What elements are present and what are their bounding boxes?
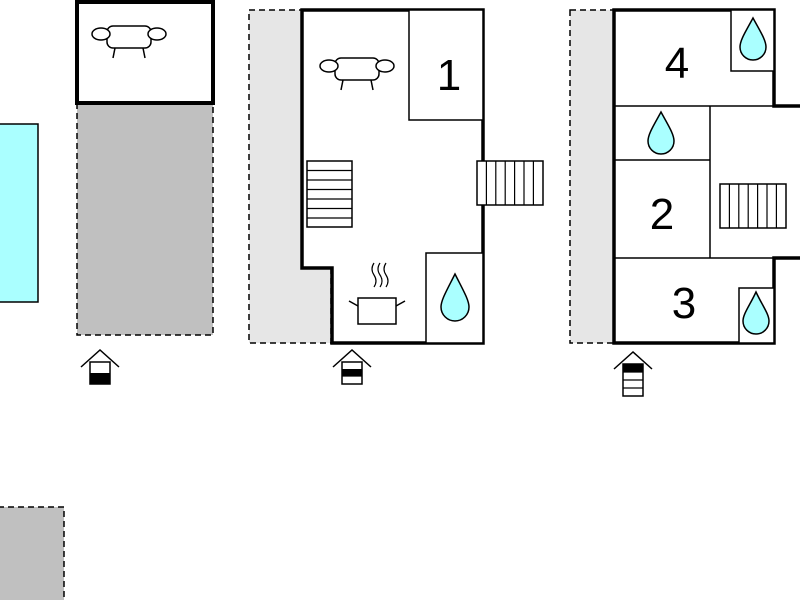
water-drop-icon xyxy=(647,110,675,155)
floor-level-marker xyxy=(623,364,643,372)
pool xyxy=(0,123,39,303)
room-number-4: 4 xyxy=(665,39,689,88)
house-floor-icon xyxy=(80,348,120,385)
cooking-pot-icon xyxy=(348,262,406,325)
stairs-icon xyxy=(306,160,353,228)
house-floor-icon xyxy=(613,350,653,397)
bedroom-1 xyxy=(408,9,484,121)
terrace-paved-area xyxy=(76,102,214,336)
room-number-2: 2 xyxy=(650,190,674,239)
outdoor-area-upper xyxy=(569,9,616,344)
stairs-icon xyxy=(719,183,787,229)
sofa-icon xyxy=(319,57,395,91)
covered-terrace xyxy=(75,0,215,105)
upper-floor-plan: 4 2 3 xyxy=(569,8,800,345)
ground-floor-plan: 1 xyxy=(248,8,544,345)
room-number-1: 1 xyxy=(437,51,461,100)
sofa-icon xyxy=(91,25,167,59)
water-drop-icon xyxy=(739,16,767,61)
floor-level-marker xyxy=(342,369,362,376)
water-drop-icon xyxy=(440,272,470,322)
house-floor-icon xyxy=(332,348,372,385)
floor-level-marker xyxy=(90,373,110,384)
terrace-plan xyxy=(75,0,215,336)
room-number-3: 3 xyxy=(672,279,696,328)
stairs-icon xyxy=(476,160,544,206)
garden-terrace-bottom xyxy=(0,506,65,600)
water-drop-icon xyxy=(742,290,770,335)
